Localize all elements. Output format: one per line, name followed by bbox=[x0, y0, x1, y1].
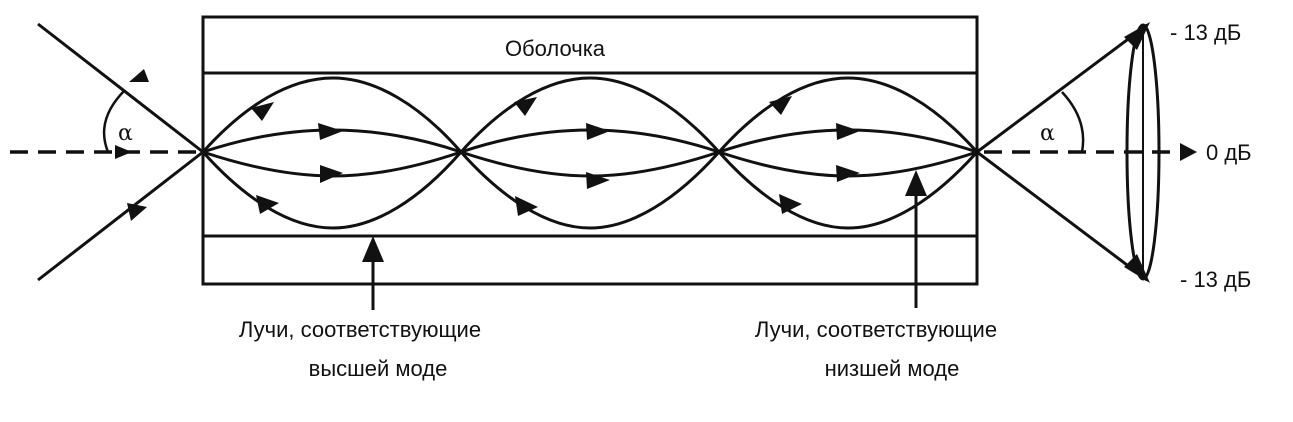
ray-arrow-12 bbox=[836, 165, 860, 182]
ray-arrow-6 bbox=[515, 196, 538, 216]
lower-mode-caption-line1: Лучи, соответствующие bbox=[755, 317, 997, 342]
output-lens bbox=[1125, 23, 1161, 281]
ray-arrow-10 bbox=[779, 194, 802, 214]
input-ray-upper bbox=[37, 22, 204, 154]
input-angle-symbol: α bbox=[118, 121, 133, 146]
db-label-bottom: - 13 дБ bbox=[1180, 267, 1251, 292]
ray-arrow-4 bbox=[320, 165, 343, 183]
output-ray-upper bbox=[976, 23, 1148, 154]
ray-arrow-3 bbox=[318, 123, 343, 140]
ray-arrow-11 bbox=[836, 123, 860, 140]
input-ray-upper-arrow bbox=[129, 69, 149, 82]
lower-mode-caption-line2: низшей моде bbox=[825, 356, 960, 381]
higher-mode-caption-line2: высшей моде bbox=[309, 356, 448, 381]
ray-arrow-1 bbox=[251, 102, 274, 121]
ray-arrow-5 bbox=[514, 97, 537, 116]
db-label-top: - 13 дБ bbox=[1170, 20, 1241, 45]
output-angle-symbol: α bbox=[1040, 121, 1055, 146]
input-axis-arrowhead bbox=[115, 145, 132, 159]
ray-arrow-2 bbox=[256, 195, 279, 214]
ray-arrow-8 bbox=[586, 172, 610, 189]
ray-arrow-9 bbox=[769, 96, 792, 115]
db-label-center: 0 дБ bbox=[1206, 140, 1252, 165]
output-angle-arc bbox=[1061, 91, 1085, 153]
lower-mode-callout-arrowhead bbox=[905, 170, 927, 196]
ray-arrowheads bbox=[251, 96, 860, 216]
cladding-label: Оболочка bbox=[505, 36, 606, 61]
input-ray-lower-arrow bbox=[127, 203, 147, 221]
output-ray-lower bbox=[976, 150, 1148, 282]
ray-arrow-7 bbox=[586, 123, 610, 140]
higher-mode-caption-line1: Лучи, соответствующие bbox=[239, 317, 481, 342]
input-ray-lower bbox=[37, 150, 204, 282]
higher-mode-callout-arrowhead bbox=[362, 236, 384, 262]
higher-mode-ray-b bbox=[201, 76, 979, 230]
higher-mode-ray-a bbox=[201, 76, 979, 230]
input-angle-arc bbox=[102, 89, 126, 153]
output-axis-arrowhead bbox=[1180, 143, 1197, 161]
